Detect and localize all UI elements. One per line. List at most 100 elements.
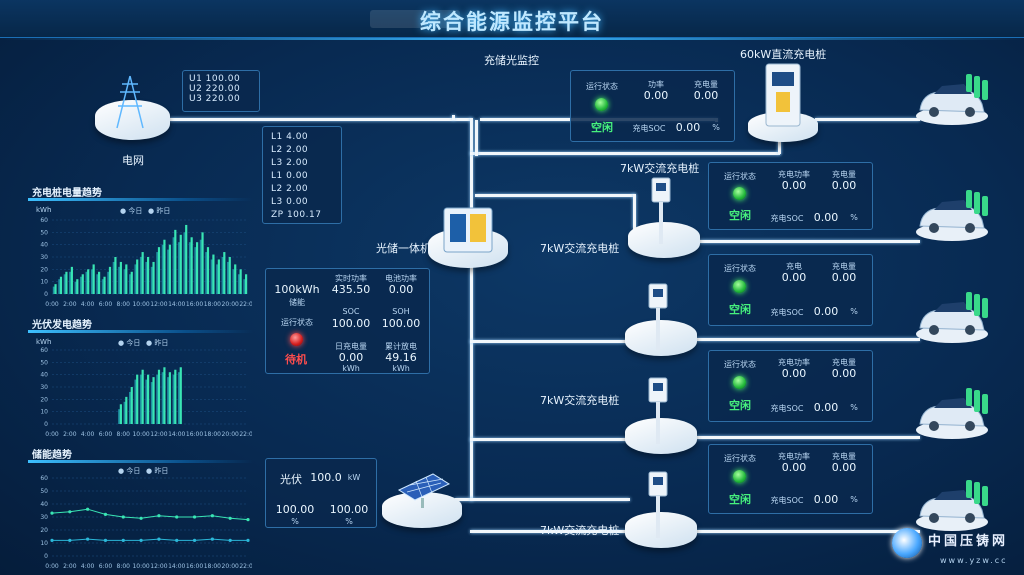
charger-3-unit: % xyxy=(850,307,858,316)
charger-5-unit: % xyxy=(850,495,858,504)
charger-4-label: 7kW交流充电桩 xyxy=(540,394,620,407)
chart-3-title: 储能趋势 xyxy=(32,450,72,461)
power-l2b: L2 2.00 xyxy=(271,184,309,194)
y-tick-label: 30 xyxy=(40,254,48,261)
solar-cell-0-unit: % xyxy=(291,517,299,526)
bar-today xyxy=(196,242,199,294)
header-logo-blur xyxy=(370,10,460,28)
x-tick-label: 18:00 xyxy=(204,431,221,438)
point-yesterday xyxy=(103,538,108,542)
bar-yesterday xyxy=(194,247,197,294)
bar-yesterday xyxy=(172,237,175,294)
bar-yesterday xyxy=(58,279,61,294)
x-tick-label: 12:00 xyxy=(150,301,167,308)
x-tick-label: 8:00 xyxy=(117,431,131,438)
x-tick-label: 8:00 xyxy=(117,301,131,308)
point-today xyxy=(86,507,90,511)
cell-label-5: 累计放电 xyxy=(385,342,417,351)
x-tick-label: 10:00 xyxy=(132,301,149,308)
cell-label-4: 日充电量 xyxy=(335,342,367,351)
charger-1-panel: 运行状态 空闲 功率 0.00 充电量 0.00 充电SOC 0.00 % xyxy=(570,70,735,142)
electric-car-icon xyxy=(912,478,992,538)
charger-4-soc-label: 充电SOC xyxy=(770,404,804,413)
bar-today xyxy=(125,264,128,294)
bar-today xyxy=(130,271,133,294)
charger-4-c2: 0.00 xyxy=(831,367,857,380)
cell-value-1: 0.00 xyxy=(388,283,414,296)
x-tick-label: 0:00 xyxy=(45,563,59,570)
y-tick-label: 10 xyxy=(40,409,48,416)
bar-today xyxy=(76,279,79,294)
wire-car2 xyxy=(695,240,920,243)
charger-3-c2-label: 充电量 xyxy=(832,262,856,271)
cell-value-2: 100.00 xyxy=(331,317,371,330)
charger-5-c2-label: 充电量 xyxy=(832,452,856,461)
chart-1-legend-today-label: 今日 xyxy=(128,207,143,215)
bar-today xyxy=(206,247,210,294)
x-tick-label: 12:00 xyxy=(150,563,167,570)
x-tick-label: 2:00 xyxy=(63,301,77,308)
x-tick-label: 4:00 xyxy=(81,431,95,438)
charger-5-state: 空闲 xyxy=(729,493,751,506)
wire-car5 xyxy=(695,530,920,533)
bar-yesterday xyxy=(123,401,126,424)
point-yesterday xyxy=(228,538,232,542)
storage-capacity: 100kWh xyxy=(274,283,320,296)
charger-2-sublabel: 7kW交流充电桩 xyxy=(540,242,620,255)
point-yesterday xyxy=(121,538,125,542)
wire-car4 xyxy=(695,436,920,439)
y-tick-label: 30 xyxy=(40,514,48,521)
point-yesterday xyxy=(157,537,161,541)
charger-1-state-label: 运行状态 xyxy=(586,82,618,91)
bar-yesterday xyxy=(63,274,66,294)
chart-3-legend-yesterday: ● 昨日 xyxy=(146,467,169,475)
bar-today xyxy=(217,259,220,294)
charger-1-c2: 0.00 xyxy=(693,89,719,102)
header-divider xyxy=(0,38,1024,40)
charger-4-state: 空闲 xyxy=(729,399,751,412)
wire-car3 xyxy=(695,338,920,341)
bar-today xyxy=(141,252,144,294)
charger-2-soc-label: 充电SOC xyxy=(770,214,804,223)
electric-car-icon xyxy=(912,290,992,350)
bar-yesterday xyxy=(80,276,82,294)
solar-cell-1: 100.00 xyxy=(329,503,369,516)
cell-unit-4: kWh xyxy=(342,364,360,373)
bar-yesterday xyxy=(150,266,153,294)
electric-car-icon xyxy=(912,188,992,248)
y-tick-label: 30 xyxy=(40,384,48,391)
dc-charger-icon xyxy=(765,63,801,127)
storage-status-light xyxy=(290,333,303,346)
x-tick-label: 2:00 xyxy=(63,431,77,438)
ac-charger-icon xyxy=(648,377,668,444)
x-tick-label: 16:00 xyxy=(186,431,203,438)
x-tick-label: 10:00 xyxy=(132,431,149,438)
y-tick-label: 40 xyxy=(40,242,48,249)
point-today xyxy=(103,512,108,516)
ac-charger-icon xyxy=(648,283,668,350)
bar-yesterday xyxy=(85,271,88,294)
point-yesterday xyxy=(86,537,90,541)
y-tick-label: 40 xyxy=(40,501,48,508)
bar-yesterday xyxy=(237,274,240,294)
chart-1-legend-yesterday-label: 昨日 xyxy=(156,207,171,215)
bar-today xyxy=(212,254,215,294)
bar-today xyxy=(119,404,122,424)
charger-3-c1-label: 充电 xyxy=(786,262,802,271)
bar-today xyxy=(245,274,248,294)
y-tick-label: 0 xyxy=(44,291,48,298)
bar-today xyxy=(119,261,122,294)
wire-ac1-down xyxy=(633,194,636,229)
x-tick-label: 22:00 xyxy=(239,431,252,438)
voltage-u1: U1 100.00 xyxy=(189,74,241,84)
bar-today xyxy=(163,239,166,294)
point-yesterday xyxy=(246,538,250,542)
bar-yesterday xyxy=(161,244,164,294)
cell-label-0: 实时功率 xyxy=(335,274,367,283)
charger-2-unit: % xyxy=(850,213,858,222)
chart-2-legend-today-label: 今日 xyxy=(126,339,141,347)
electric-car-icon xyxy=(912,386,992,446)
charger-5-platform xyxy=(625,512,697,548)
